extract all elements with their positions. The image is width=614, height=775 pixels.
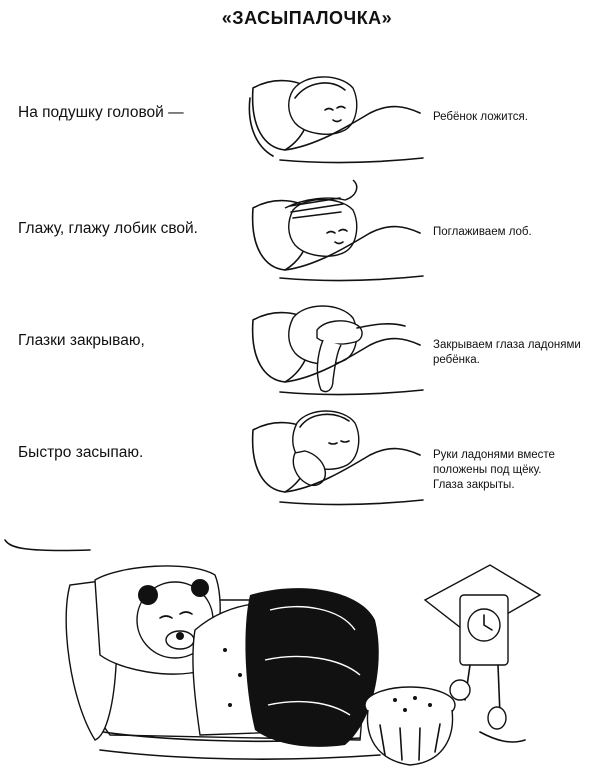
sleeping-bear-with-cuckoo-clock-icon bbox=[0, 539, 614, 770]
verse-line-1: На подушку головой — bbox=[18, 104, 184, 121]
verse-line-2: Глажу, глажу лобик свой. bbox=[18, 220, 198, 237]
verse-line-4: Быстро засыпаю. bbox=[18, 444, 144, 461]
verse-line-3: Глазки закрываю, bbox=[18, 332, 145, 349]
covering-eyes-icon bbox=[245, 290, 425, 400]
instruction-line: Руки ладонями вместе bbox=[433, 449, 555, 461]
stroking-forehead-icon bbox=[245, 178, 425, 288]
child-lying-down-icon bbox=[245, 68, 425, 178]
instruction-line: Поглаживаем лоб. bbox=[433, 226, 532, 238]
instruction-note-2: Поглаживаем лоб. bbox=[433, 225, 532, 240]
instruction-line: Закрываем глаза ладонями bbox=[433, 339, 581, 351]
instruction-note-3: Закрываем глаза ладонями ребёнка. bbox=[433, 338, 581, 368]
instruction-line: Ребёнок ложится. bbox=[433, 111, 528, 123]
sleeping-child-icon bbox=[245, 405, 425, 515]
instruction-line: положены под щёку. bbox=[433, 464, 542, 476]
instruction-note-4: Руки ладонями вместе положены под щёку. … bbox=[433, 448, 555, 493]
instruction-line: Глаза закрыты. bbox=[433, 479, 515, 491]
instruction-line: ребёнка. bbox=[433, 354, 480, 366]
page-title: «ЗАСЫПАЛОЧКА» bbox=[221, 8, 393, 28]
instruction-note-1: Ребёнок ложится. bbox=[433, 110, 528, 125]
